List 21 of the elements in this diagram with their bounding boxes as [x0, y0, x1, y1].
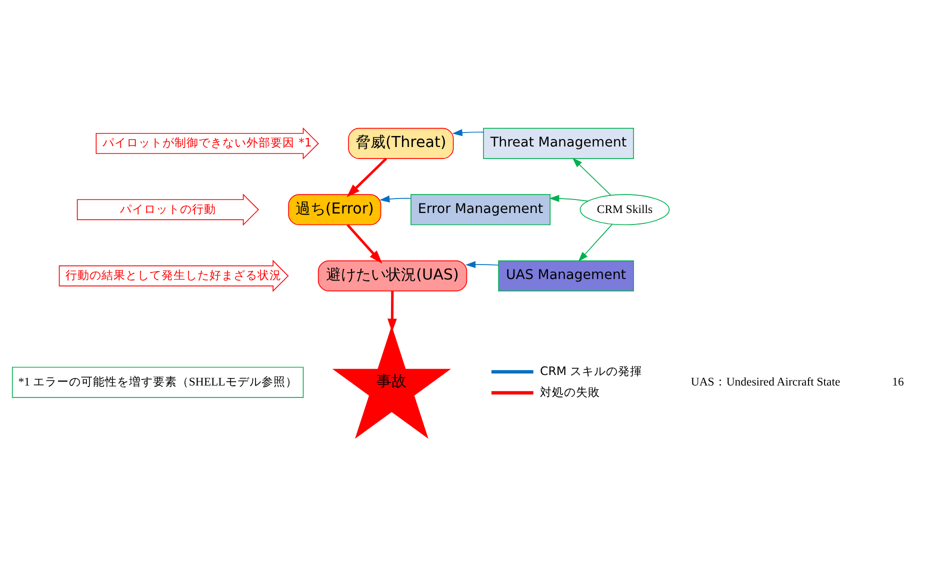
arrow: [380, 195, 412, 202]
legend-label: CRM スキルの発揮: [540, 363, 642, 378]
node-box: 脅威(Threat): [348, 127, 454, 158]
node-box: *1 エラーの可能性を増す要素（SHELLモデル参照）: [12, 366, 304, 398]
node-box: Error Management: [410, 194, 551, 225]
label: 16: [892, 374, 904, 388]
arrow: [572, 157, 612, 196]
label: UAS：Undesired Aircraft State: [690, 374, 840, 388]
arrow: [465, 260, 499, 268]
node-box: 避けたい状況(UAS): [318, 260, 468, 291]
arrow: [452, 128, 484, 136]
node-box: UAS Management: [498, 260, 634, 291]
arrow: [549, 194, 588, 202]
arrow: [346, 157, 388, 197]
node-box: Threat Management: [483, 127, 634, 158]
arrow: [346, 223, 382, 264]
arrow: [578, 223, 613, 262]
node-box: 過ち(Error): [288, 194, 382, 225]
arrow: [387, 290, 397, 332]
node-ellipse: CRM Skills: [580, 194, 670, 225]
legend-label: 対処の失敗: [540, 384, 600, 398]
